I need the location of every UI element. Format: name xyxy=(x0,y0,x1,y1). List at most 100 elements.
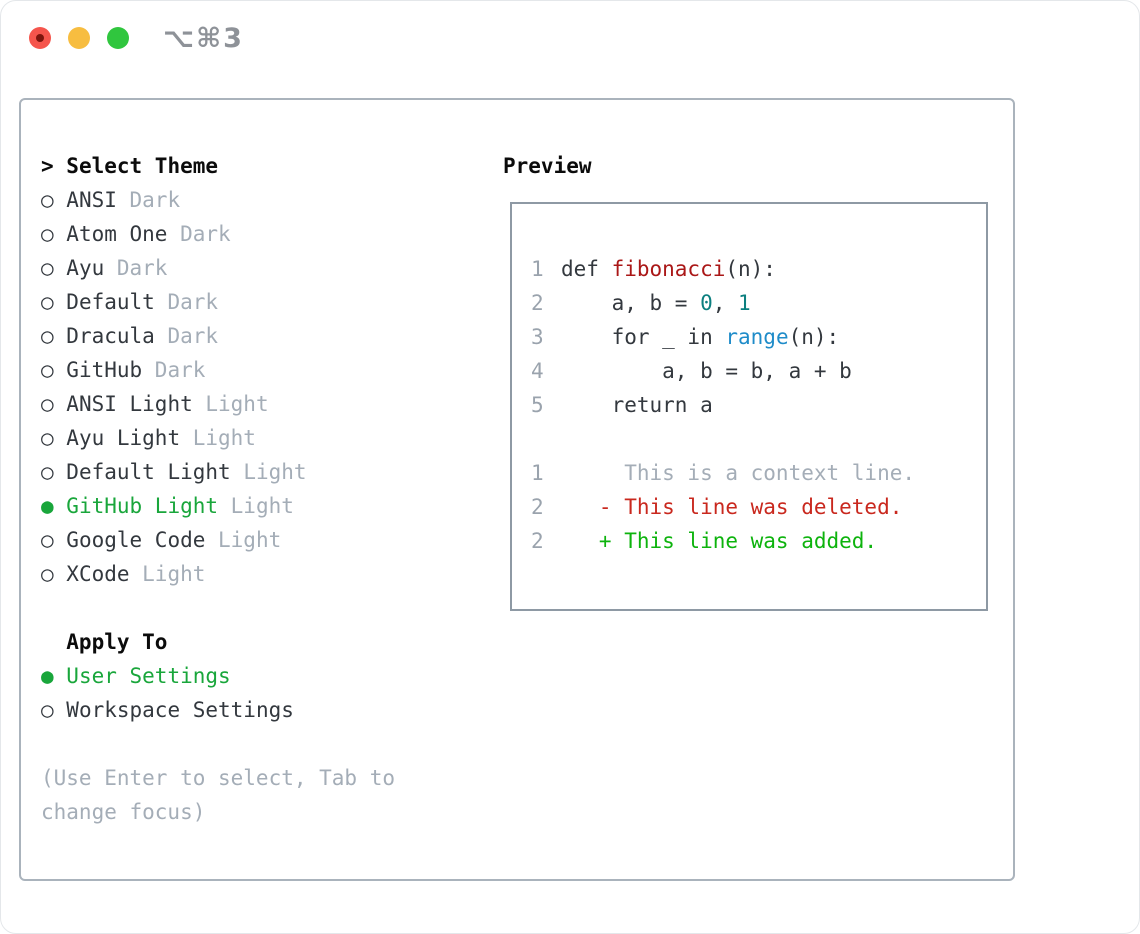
code-token: a, b = xyxy=(561,291,701,315)
diff-line: 2 + This line was added. xyxy=(512,524,986,558)
hint-text: (Use Enter to select, Tab to change focus… xyxy=(41,761,491,829)
radio-unselected-icon: ○ xyxy=(41,324,67,348)
line-content: - This line was deleted. xyxy=(561,490,902,524)
select-theme-title: Select Theme xyxy=(66,154,219,178)
prompt-icon: > xyxy=(41,154,67,178)
apply-option-workspace-settings[interactable]: ○ Workspace Settings xyxy=(41,693,491,727)
code-token: range xyxy=(725,325,789,349)
radio-unselected-icon: ○ xyxy=(41,460,67,484)
minimize-button[interactable] xyxy=(68,27,90,49)
theme-option-default[interactable]: ○ Default Dark xyxy=(41,285,491,319)
option-label: Google Code xyxy=(66,528,206,552)
theme-option-atom-one[interactable]: ○ Atom One Dark xyxy=(41,217,491,251)
spacer xyxy=(41,591,491,625)
line-content: This is a context line. xyxy=(561,456,915,490)
theme-list: ○ ANSI Dark○ Atom One Dark○ Ayu Dark○ De… xyxy=(41,183,491,591)
diff-line: 1 This is a context line. xyxy=(512,456,986,490)
theme-option-xcode[interactable]: ○ XCode Light xyxy=(41,557,491,591)
theme-variant-label: Dark xyxy=(142,358,206,382)
option-label: XCode xyxy=(66,562,130,586)
code-token: def xyxy=(561,257,612,281)
theme-option-default-light[interactable]: ○ Default Light Light xyxy=(41,455,491,489)
line-number: 3 xyxy=(531,325,544,349)
preview-title: Preview xyxy=(503,154,592,178)
line-number: 1 xyxy=(531,461,544,485)
line-content: for _ in range(n): xyxy=(561,320,840,354)
line-content: def fibonacci(n): xyxy=(561,252,776,286)
radio-selected-icon: ● xyxy=(41,494,67,518)
theme-option-dracula[interactable]: ○ Dracula Dark xyxy=(41,319,491,353)
radio-unselected-icon: ○ xyxy=(41,562,67,586)
unsaved-dot-icon xyxy=(36,34,44,42)
line-number: 2 xyxy=(531,495,544,519)
diff-line: 2 - This line was deleted. xyxy=(512,490,986,524)
code-token: , xyxy=(712,291,739,315)
code-token: fibonacci xyxy=(611,257,726,281)
hint-line: (Use Enter to select, Tab to xyxy=(41,766,396,790)
close-button[interactable] xyxy=(29,27,51,49)
theme-option-ansi[interactable]: ○ ANSI Dark xyxy=(41,183,491,217)
code-token: for _ in xyxy=(561,325,726,349)
option-label: GitHub xyxy=(66,358,143,382)
theme-variant-label: Dark xyxy=(154,290,219,314)
code-line: 3 for _ in range(n): xyxy=(512,320,986,354)
line-number: 4 xyxy=(531,359,544,383)
theme-variant-label: Light xyxy=(192,392,269,416)
option-label: ANSI Light xyxy=(66,392,193,416)
option-label: Default Light xyxy=(66,460,231,484)
option-label: GitHub Light xyxy=(66,494,219,518)
theme-variant-label: Light xyxy=(180,426,256,450)
theme-picker-panel: > Select Theme ○ ANSI Dark○ Atom One Dar… xyxy=(19,98,1015,881)
radio-unselected-icon: ○ xyxy=(41,698,67,722)
blank-line xyxy=(512,422,986,456)
code-token: 1 xyxy=(738,291,751,315)
zoom-button[interactable] xyxy=(107,27,129,49)
code-token: This is a context line. xyxy=(561,461,916,485)
line-content: a, b = 0, 1 xyxy=(561,286,751,320)
titlebar: ⌥⌘3 xyxy=(1,1,1139,75)
radio-unselected-icon: ○ xyxy=(41,188,67,212)
radio-unselected-icon: ○ xyxy=(41,358,67,382)
apply-option-user-settings[interactable]: ● User Settings xyxy=(41,659,491,693)
option-label: User Settings xyxy=(66,664,231,688)
line-content: + This line was added. xyxy=(561,524,877,558)
option-label: Ayu xyxy=(66,256,105,280)
theme-option-github[interactable]: ○ GitHub Dark xyxy=(41,353,491,387)
theme-option-ayu[interactable]: ○ Ayu Dark xyxy=(41,251,491,285)
line-number: 5 xyxy=(531,393,544,417)
line-content: return a xyxy=(561,388,713,422)
apply-to-header: Apply To xyxy=(66,630,168,654)
theme-option-ansi-light[interactable]: ○ ANSI Light Light xyxy=(41,387,491,421)
theme-variant-label: Dark xyxy=(167,222,231,246)
theme-option-github-light[interactable]: ● GitHub Light Light xyxy=(41,489,491,523)
code-line: 5 return a xyxy=(512,388,986,422)
option-label: ANSI xyxy=(66,188,117,212)
code-token: return a xyxy=(561,393,713,417)
option-label: Workspace Settings xyxy=(66,698,294,722)
theme-variant-label: Dark xyxy=(154,324,219,348)
code-token: (n): xyxy=(725,257,776,281)
theme-variant-label: Dark xyxy=(104,256,168,280)
theme-option-google-code[interactable]: ○ Google Code Light xyxy=(41,523,491,557)
code-line: 2 a, b = 0, 1 xyxy=(512,286,986,320)
window-title: ⌥⌘3 xyxy=(163,23,244,54)
select-theme-header: > Select Theme xyxy=(41,149,491,183)
hint-line: change focus) xyxy=(41,800,206,824)
radio-unselected-icon: ○ xyxy=(41,392,67,416)
option-label: Atom One xyxy=(66,222,168,246)
theme-option-ayu-light[interactable]: ○ Ayu Light Light xyxy=(41,421,491,455)
spacer xyxy=(41,727,491,761)
theme-selector-column: > Select Theme ○ ANSI Dark○ Atom One Dar… xyxy=(41,149,491,829)
apply-to-list: ● User Settings○ Workspace Settings xyxy=(41,659,491,727)
line-number: 2 xyxy=(531,529,544,553)
radio-unselected-icon: ○ xyxy=(41,426,67,450)
line-content: a, b = b, a + b xyxy=(561,354,852,388)
line-number: 2 xyxy=(531,291,544,315)
code-token: + This line was added. xyxy=(561,529,878,553)
radio-unselected-icon: ○ xyxy=(41,290,67,314)
theme-variant-label: Light xyxy=(129,562,206,586)
theme-variant-label: Dark xyxy=(116,188,181,212)
line-number xyxy=(531,422,544,456)
